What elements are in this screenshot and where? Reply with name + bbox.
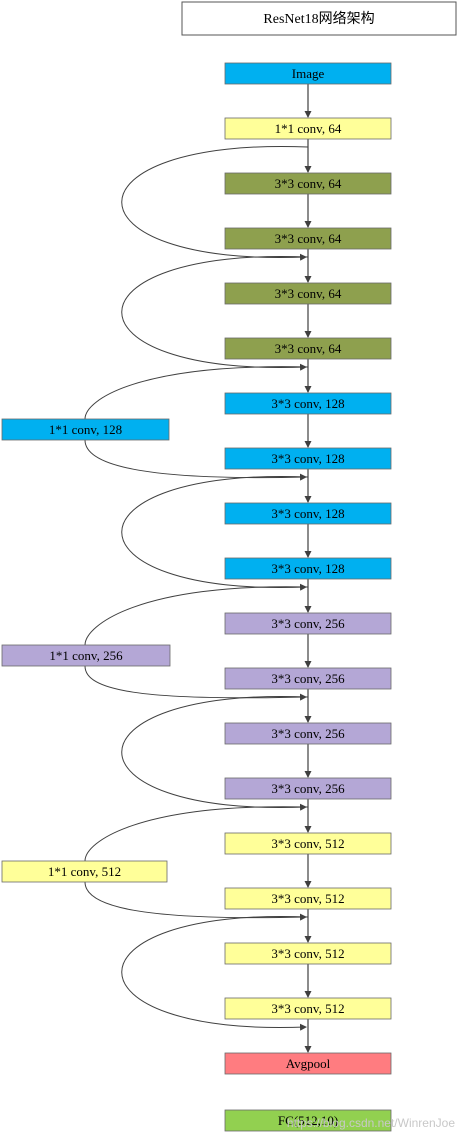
identity-skip-arrow: [121, 915, 309, 1031]
block-rect: [224, 117, 392, 140]
block-conv3x3-64-3: 3*3 conv, 64: [224, 282, 392, 305]
block-label: Image: [292, 66, 325, 81]
identity-skip-arrow: [121, 255, 309, 371]
identity-skip-arrow: [121, 145, 309, 261]
block-label: 3*3 conv, 256: [271, 671, 345, 686]
block-rect: [224, 227, 392, 250]
block-conv3x3-256-1: 3*3 conv, 256: [224, 612, 392, 635]
block-conv3x3-512-3: 3*3 conv, 512: [224, 942, 392, 965]
block-label: 3*3 conv, 64: [275, 341, 342, 356]
block-conv3x3-128-4: 3*3 conv, 128: [224, 557, 392, 580]
block-label: 3*3 conv, 64: [275, 176, 342, 191]
block-rect: [224, 832, 392, 855]
shortcut-label: 1*1 conv, 512: [48, 864, 121, 879]
block-rect: [224, 1052, 392, 1075]
block-rect: [224, 447, 392, 470]
block-shortcut-512: 1*1 conv, 512: [1, 860, 168, 883]
block-conv3x3-512-2: 3*3 conv, 512: [224, 887, 392, 910]
diagram-title: ResNet18网络架构: [263, 11, 374, 27]
projection-skip-path: [84, 806, 309, 862]
block-rect: [224, 62, 392, 85]
block-conv3x3-64-4: 3*3 conv, 64: [224, 337, 392, 360]
block-avgpool: Avgpool: [224, 1052, 392, 1075]
title-box: ResNet18网络架构: [181, 1, 457, 36]
watermark-text: https://blog.csdn.net/WinrenJoe: [287, 1116, 455, 1130]
block-image: Image: [224, 62, 392, 85]
block-label: 3*3 conv, 64: [275, 231, 342, 246]
projection-skip-arrow: [84, 439, 307, 481]
block-label: 3*3 conv, 512: [271, 891, 344, 906]
block-rect: [224, 392, 392, 415]
block-rect: [224, 722, 392, 745]
identity-skip-arrow: [121, 695, 309, 811]
block-rect: [224, 997, 392, 1020]
projection-skip-arrow: [84, 665, 307, 701]
block-rect: [224, 612, 392, 635]
block-label: 3*3 conv, 512: [271, 836, 344, 851]
block-rect: [224, 1109, 392, 1132]
block-fc: FC(512,10): [224, 1109, 392, 1132]
block-shortcut-128: 1*1 conv, 128: [1, 418, 170, 441]
block-label: 3*3 conv, 256: [271, 616, 345, 631]
block-label: 3*3 conv, 512: [271, 946, 344, 961]
block-label: 3*3 conv, 256: [271, 726, 345, 741]
block-label: 3*3 conv, 512: [271, 1001, 344, 1016]
block-label: 3*3 conv, 64: [275, 286, 342, 301]
block-conv3x3-256-3: 3*3 conv, 256: [224, 722, 392, 745]
block-rect: [224, 337, 392, 360]
block-rect: [224, 502, 392, 525]
shortcut-rect: [1, 644, 171, 667]
block-label: Avgpool: [286, 1056, 331, 1071]
shortcut-rect: [1, 860, 168, 883]
shortcut-label: 1*1 conv, 256: [49, 648, 123, 663]
block-conv1x1-64: 1*1 conv, 64: [224, 117, 392, 140]
block-shortcut-256: 1*1 conv, 256: [1, 644, 171, 667]
block-label: 3*3 conv, 128: [271, 561, 344, 576]
block-rect: [224, 777, 392, 800]
shortcut-rect: [1, 418, 170, 441]
block-conv3x3-64-1: 3*3 conv, 64: [224, 172, 392, 195]
block-rect: [224, 942, 392, 965]
shortcut-label: 1*1 conv, 128: [49, 422, 122, 437]
block-rect: [224, 557, 392, 580]
block-label: 1*1 conv, 64: [275, 121, 342, 136]
block-rect: [224, 667, 392, 690]
block-rect: [224, 172, 392, 195]
layer-blocks: Image 1*1 conv, 64 3*3 conv, 64 3*3 conv, 6…: [224, 62, 392, 1132]
block-label: 3*3 conv, 128: [271, 396, 344, 411]
shortcut-blocks: 1*1 conv, 128 1*1 conv, 256 1*1 conv, 512: [1, 418, 171, 883]
connections: [84, 84, 312, 1053]
identity-skip-arrow: [121, 475, 309, 591]
block-rect: [224, 887, 392, 910]
block-conv3x3-128-2: 3*3 conv, 128: [224, 447, 392, 470]
projection-skip-path: [84, 586, 309, 646]
block-label: 3*3 conv, 256: [271, 781, 345, 796]
block-conv3x3-128-1: 3*3 conv, 128: [224, 392, 392, 415]
block-conv3x3-64-2: 3*3 conv, 64: [224, 227, 392, 250]
projection-skip-arrow: [84, 881, 307, 921]
block-label: 3*3 conv, 128: [271, 506, 344, 521]
block-conv3x3-512-1: 3*3 conv, 512: [224, 832, 392, 855]
block-conv3x3-256-2: 3*3 conv, 256: [224, 667, 392, 690]
block-label: 3*3 conv, 128: [271, 451, 344, 466]
projection-skip-path: [84, 366, 309, 420]
block-conv3x3-512-4: 3*3 conv, 512: [224, 997, 392, 1020]
block-conv3x3-256-4: 3*3 conv, 256: [224, 777, 392, 800]
block-rect: [224, 282, 392, 305]
block-label: FC(512,10): [278, 1113, 338, 1128]
block-conv3x3-128-3: 3*3 conv, 128: [224, 502, 392, 525]
